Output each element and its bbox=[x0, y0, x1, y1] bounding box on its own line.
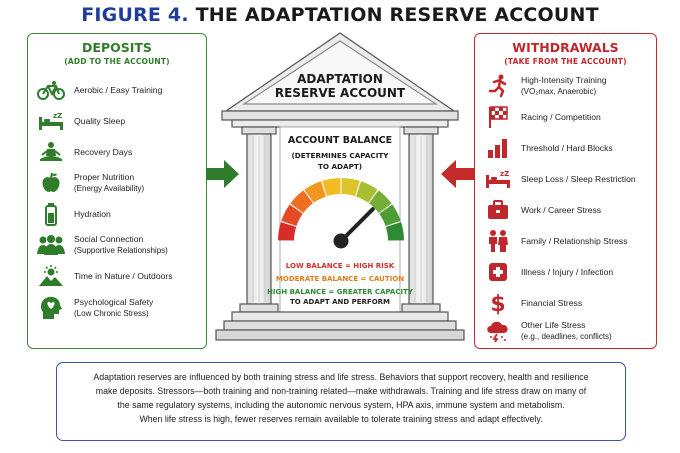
description-box: Adaptation reserves are influenced by bo… bbox=[56, 362, 626, 441]
meditation-icon bbox=[36, 140, 66, 164]
deposit-sublabel: (Low Chronic Stress) bbox=[74, 309, 149, 318]
balance-subtitle-line2: TO ADAPT) bbox=[317, 162, 363, 171]
deposit-label: Recovery Days bbox=[74, 146, 133, 157]
temple-illustration bbox=[215, 32, 465, 341]
bar-chart-icon bbox=[483, 136, 513, 160]
description-line: Adaptation reserves are influenced by bo… bbox=[93, 372, 589, 382]
legend-high: HIGH BALANCE = GREATER CAPACITY bbox=[267, 288, 413, 296]
deposit-item: Hydration bbox=[36, 202, 200, 226]
deposit-label: Proper Nutrition bbox=[74, 172, 135, 182]
checkered-flag-icon bbox=[483, 105, 513, 129]
gauge-segment bbox=[369, 190, 392, 213]
sun-mountain-icon bbox=[36, 264, 66, 288]
withdrawal-label: Family / Relationship Stress bbox=[521, 235, 628, 246]
sleep-bed-icon: zZ bbox=[36, 109, 66, 133]
gauge-segment bbox=[341, 178, 360, 197]
legend-high-continued: TO ADAPT AND PERFORM bbox=[289, 298, 391, 306]
figure-title-text: THE ADAPTATION RESERVE ACCOUNT bbox=[195, 4, 599, 26]
deposits-panel: DEPOSITS (ADD TO THE ACCOUNT) Aerobic / … bbox=[27, 33, 207, 349]
briefcase-icon bbox=[483, 198, 513, 222]
runner-icon bbox=[483, 74, 513, 98]
gauge-segment bbox=[379, 204, 401, 227]
withdrawal-label: Work / Career Stress bbox=[521, 204, 602, 215]
deposit-item: Psychological Safety (Low Chronic Stress… bbox=[36, 296, 200, 320]
storm-cloud-icon bbox=[483, 319, 513, 343]
balance-title: ACCOUNT BALANCE bbox=[287, 135, 393, 146]
gauge-segment bbox=[304, 181, 327, 203]
withdrawal-label: Other Life Stress bbox=[521, 320, 586, 330]
water-bottle-icon bbox=[36, 202, 66, 226]
withdrawal-label: Sleep Loss / Sleep Restriction bbox=[521, 173, 636, 184]
deposit-label: Social Connection bbox=[74, 234, 144, 244]
deposits-subheading: (ADD TO THE ACCOUNT) bbox=[64, 57, 170, 66]
deposit-item: Aerobic / Easy Training bbox=[36, 78, 200, 102]
legend-low: LOW BALANCE = HIGH RISK bbox=[285, 262, 395, 270]
deposit-sublabel: (Energy Availability) bbox=[74, 184, 145, 193]
deposits-heading: DEPOSITS bbox=[82, 40, 152, 55]
dollar-icon: $ bbox=[483, 291, 513, 315]
deposit-sublabel: (Supportive Relationships) bbox=[74, 246, 168, 255]
withdrawal-label: Racing / Competition bbox=[521, 111, 601, 122]
withdrawal-item: $ Financial Stress bbox=[483, 291, 650, 315]
withdrawals-panel: WITHDRAWALS (TAKE FROM THE ACCOUNT) High… bbox=[474, 33, 657, 349]
heart-head-icon bbox=[36, 296, 66, 320]
balance-gauge bbox=[278, 178, 404, 249]
description-line: the same regulatory systems, including t… bbox=[117, 400, 565, 410]
balance-subtitle: (DETERMINES CAPACITY TO ADAPT) bbox=[280, 150, 400, 172]
apple-icon bbox=[36, 171, 66, 195]
description-line: When life stress is high, fewer reserves… bbox=[139, 414, 543, 424]
withdrawal-arrow-icon bbox=[441, 160, 474, 188]
withdrawal-item: Family / Relationship Stress bbox=[483, 229, 650, 253]
deposit-item: zZ Quality Sleep bbox=[36, 109, 200, 133]
withdrawal-item: Racing / Competition bbox=[483, 105, 650, 129]
withdrawals-heading: WITHDRAWALS bbox=[512, 40, 619, 55]
deposit-arrow-icon bbox=[206, 160, 239, 188]
withdrawal-sublabel: (VO₂max, Anaerobic) bbox=[521, 87, 597, 96]
deposit-item: Social Connection (Supportive Relationsh… bbox=[36, 233, 200, 257]
deposit-label: Aerobic / Easy Training bbox=[74, 84, 163, 95]
withdrawal-item: Other Life Stress (e.g., deadlines, conf… bbox=[483, 319, 650, 343]
gauge-segment bbox=[322, 178, 341, 197]
bicycle-icon bbox=[36, 78, 66, 102]
description-line: make deposits. Stressors—both training a… bbox=[95, 386, 587, 396]
gauge-segment bbox=[281, 204, 303, 227]
withdrawal-label: Financial Stress bbox=[521, 297, 583, 308]
medical-cross-icon bbox=[483, 260, 513, 284]
gauge-segment bbox=[278, 222, 297, 241]
withdrawal-sublabel: (e.g., deadlines, conflicts) bbox=[521, 332, 612, 341]
deposit-label: Psychological Safety bbox=[74, 297, 154, 307]
family-icon bbox=[483, 229, 513, 253]
withdrawal-label: Threshold / Hard Blocks bbox=[521, 142, 613, 153]
temple-title-line1: ADAPTATION bbox=[297, 72, 383, 86]
figure-title: FIGURE 4. THE ADAPTATION RESERVE ACCOUNT bbox=[0, 4, 680, 26]
withdrawal-item: Illness / Injury / Infection bbox=[483, 260, 650, 284]
svg-text:zZ: zZ bbox=[500, 170, 509, 178]
legend-moderate: MODERATE BALANCE = CAUTION bbox=[275, 275, 405, 283]
gauge-segment bbox=[385, 222, 404, 241]
temple-title-line2: RESERVE ACCOUNT bbox=[274, 86, 406, 100]
withdrawal-item: High-Intensity Training (VO₂max, Anaerob… bbox=[483, 74, 650, 98]
deposit-item: Proper Nutrition (Energy Availability) bbox=[36, 171, 200, 195]
withdrawals-subheading: (TAKE FROM THE ACCOUNT) bbox=[504, 57, 627, 66]
deposit-item: Time in Nature / Outdoors bbox=[36, 264, 200, 288]
sleep-loss-icon: zZ bbox=[483, 167, 513, 191]
balance-subtitle-line1: (DETERMINES CAPACITY bbox=[291, 151, 389, 160]
svg-text:$: $ bbox=[490, 292, 505, 315]
gauge-segment bbox=[290, 190, 313, 213]
svg-text:zZ: zZ bbox=[53, 112, 62, 120]
withdrawal-label: Illness / Injury / Infection bbox=[521, 266, 614, 277]
temple-title: ADAPTATION RESERVE ACCOUNT bbox=[270, 72, 410, 100]
deposit-label: Hydration bbox=[74, 208, 111, 219]
figure-number: FIGURE 4. bbox=[81, 4, 189, 26]
people-group-icon bbox=[36, 233, 66, 257]
deposit-label: Quality Sleep bbox=[74, 115, 126, 126]
withdrawal-item: zZ Sleep Loss / Sleep Restriction bbox=[483, 167, 650, 191]
gauge-hub bbox=[333, 233, 349, 249]
deposit-label: Time in Nature / Outdoors bbox=[74, 270, 173, 281]
gauge-segment bbox=[355, 181, 378, 203]
deposit-item: Recovery Days bbox=[36, 140, 200, 164]
withdrawal-item: Work / Career Stress bbox=[483, 198, 650, 222]
withdrawal-label: High-Intensity Training bbox=[521, 75, 607, 85]
withdrawal-item: Threshold / Hard Blocks bbox=[483, 136, 650, 160]
